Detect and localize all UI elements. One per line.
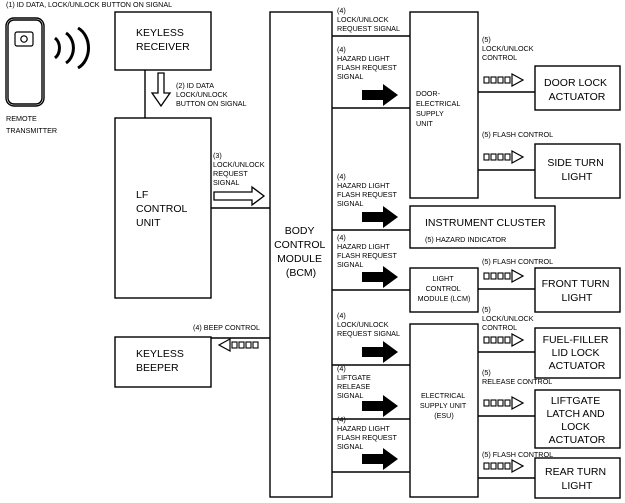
keyless-beeper-box [114,336,212,388]
keyless-receiver-label: KEYLESS RECEIVER [136,27,190,53]
electrical-supply-unit-box [409,323,479,498]
rear-turn-light-box [534,457,621,499]
door-lock-request-label: (4) LOCK/UNLOCK REQUEST SIGNAL [337,6,400,33]
door-lock-actuator-box [534,65,621,111]
front-flash-control-arrow [483,268,525,284]
liftgate-latch-actuator-box [534,389,621,449]
beep-control-label: (4) BEEP CONTROL [193,323,260,332]
beep-control-signal-arrow [217,337,259,353]
electrical-supply-unit-label: ELECTRICAL SUPPLY UNIT (ESU) [420,391,468,420]
hazard-indicator-label: (5) HAZARD INDICATOR [425,235,506,244]
bcm-box [269,11,333,498]
rear-turn-light-label: REAR TURN LIGHT [545,466,609,492]
remote-key-fob-icon [5,17,45,107]
door-lock-actuator-label: DOOR LOCK ACTUATOR [544,77,610,103]
fuel-lock-control-label: (5) LOCK/UNLOCK CONTROL [482,305,536,332]
cluster-hazard-arrow [362,206,398,228]
esu-hazard-request-label: (4) HAZARD LIGHT FLASH REQUEST SIGNAL [337,415,399,451]
front-flash-control-label: (5) FLASH CONTROL [482,257,553,266]
door-electrical-supply-unit-box [409,11,479,199]
bcm-label: BODY CONTROL MODULE (BCM) [274,225,328,279]
release-control-label: (5) RELEASE CONTROL [482,368,552,386]
remote-transmitter-label: REMOTE TRANSMITTER [6,114,57,135]
esu-lock-request-label: (4) LOCK/UNLOCK REQUEST SIGNAL [337,311,400,338]
side-flash-control-label: (5) FLASH CONTROL [482,130,553,139]
door-lock-control-arrow [483,72,525,88]
front-turn-light-label: FRONT TURN LIGHT [542,278,613,304]
liftgate-release-signal-label: (4) LIFTGATE RELEASE SIGNAL [337,364,373,400]
front-turn-light-box [534,267,621,313]
id-data-lock-signal-label: (2) ID DATA LOCK/UNLOCK BUTTON ON SIGNAL [176,81,247,108]
light-control-module-label: LIGHT CONTROL MODULE (LCM) [418,274,471,303]
door-hazard-arrow [362,84,398,106]
lf-control-unit-label: LF CONTROL UNIT [136,189,190,229]
rear-flash-control-arrow [483,458,525,474]
door-hazard-request-label: (4) HAZARD LIGHT FLASH REQUEST SIGNAL [337,45,399,81]
keyless-beeper-label: KEYLESS BEEPER [136,348,187,374]
fuel-filler-lid-actuator-box [534,327,621,379]
id-data-down-arrow [150,72,172,108]
instrument-cluster-box [409,205,556,249]
side-turn-light-label: SIDE TURN LIGHT [547,157,606,183]
id-data-signal-label: (1) ID DATA, LOCK/UNLOCK BUTTON ON SIGNA… [6,0,172,9]
cluster-hazard-request-label: (4) HAZARD LIGHT FLASH REQUEST SIGNAL [337,172,399,208]
esu-hazard-arrow [362,448,398,470]
lf-lock-request-label: (3) LOCK/UNLOCK REQUEST SIGNAL [213,151,267,187]
side-flash-control-arrow [483,149,525,165]
release-control-arrow [483,395,525,411]
rear-flash-control-label: (5) FLASH CONTROL [482,450,553,459]
door-lock-control-label: (5) LOCK/UNLOCK CONTROL [482,35,536,62]
radio-waves-icon [53,26,90,70]
lcm-hazard-request-label: (4) HAZARD LIGHT FLASH REQUEST SIGNAL [337,233,399,269]
side-turn-light-box [534,143,621,199]
keyless-receiver-box [114,11,212,71]
lcm-hazard-arrow [362,266,398,288]
fuel-filler-lid-actuator-label: FUEL-FILLER LID LOCK ACTUATOR [543,334,612,372]
esu-lock-request-arrow [362,341,398,363]
lf-to-bcm-arrow [213,185,266,207]
light-control-module-box [409,267,479,313]
door-electrical-supply-unit-label: DOOR- ELECTRICAL SUPPLY UNIT [416,89,462,128]
liftgate-release-arrow [362,395,398,417]
instrument-cluster-label: INSTRUMENT CLUSTER [425,217,546,229]
fuel-lock-control-arrow [483,332,525,348]
liftgate-latch-actuator-label: LIFTGATE LATCH AND LOCK ACTUATOR [546,395,607,446]
lf-control-unit-box [114,117,212,299]
